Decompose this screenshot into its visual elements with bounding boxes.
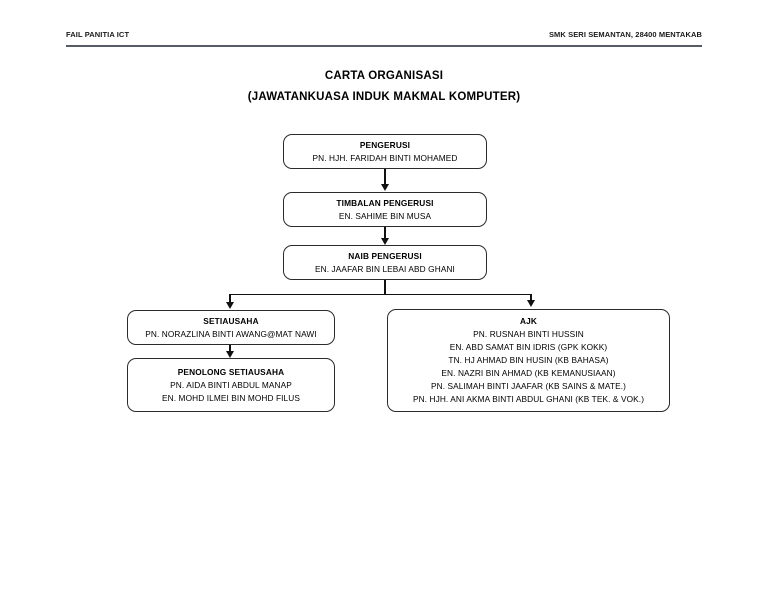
arrow-naib-to-ajk <box>526 300 535 307</box>
node-penolong-setiausaha: PENOLONG SETIAUSAHA PN. AIDA BINTI ABDUL… <box>127 358 335 412</box>
connector-naib-to-ajk <box>530 294 532 300</box>
node-timbalan-pengerusi-title: TIMBALAN PENGERUSI <box>336 197 434 208</box>
connector-split-bar <box>230 293 531 296</box>
node-setiausaha-member-1: PN. NORAZLINA BINTI AWANG@MAT NAWI <box>145 328 317 339</box>
title-line-2: (JAWATANKUASA INDUK MAKMAL KOMPUTER) <box>247 91 521 103</box>
node-ajk-title: AJK <box>519 316 538 326</box>
connector-naib-stem <box>384 280 386 294</box>
connector-naib-to-setiausaha <box>229 294 231 302</box>
arrow-timbalan-to-naib <box>380 238 389 245</box>
arrow-pengerusi-to-timbalan <box>380 184 389 191</box>
node-penolong-setiausaha-title: PENOLONG SETIAUSAHA <box>177 366 285 377</box>
header-right-text: SMK SERI SEMANTAN, 28400 MENTAKAB <box>548 30 702 39</box>
connector-timbalan-to-naib <box>384 227 386 238</box>
node-timbalan-pengerusi: TIMBALAN PENGERUSI EN. SAHIME BIN MUSA <box>283 192 487 227</box>
connector-pengerusi-to-timbalan <box>384 169 386 184</box>
arrow-naib-to-setiausaha <box>225 302 234 309</box>
node-pengerusi-title: PENGERUSI <box>359 139 411 150</box>
node-ajk-member-1: PN. RUSNAH BINTI HUSSIN <box>473 329 584 339</box>
node-setiausaha: SETIAUSAHA PN. NORAZLINA BINTI AWANG@MAT… <box>127 310 335 345</box>
node-setiausaha-title: SETIAUSAHA <box>203 315 259 326</box>
title-line-1: CARTA ORGANISASI <box>324 70 444 82</box>
header-left-text: FAIL PANITIA ICT <box>66 30 130 39</box>
arrow-setiausaha-to-penolong <box>225 351 234 358</box>
connector-setiausaha-to-penolong <box>229 345 231 351</box>
node-ajk-member-6: PN. HJH. ANI AKMA BINTI ABDUL GHANI (KB … <box>412 394 645 404</box>
page-header: FAIL PANITIA ICT SMK SERI SEMANTAN, 2840… <box>66 30 702 48</box>
node-timbalan-pengerusi-member-1: EN. SAHIME BIN MUSA <box>338 210 432 221</box>
node-naib-pengerusi-member-1: EN. JAAFAR BIN LEBAI ABD GHANI <box>315 263 455 274</box>
node-ajk-member-3: TN. HJ AHMAD BIN HUSIN (KB BAHASA) <box>448 355 609 365</box>
node-naib-pengerusi-title: NAIB PENGERUSI <box>348 250 422 261</box>
node-penolong-setiausaha-member-1: PN. AIDA BINTI ABDUL MANAP <box>170 379 292 390</box>
node-naib-pengerusi: NAIB PENGERUSI EN. JAAFAR BIN LEBAI ABD … <box>283 245 487 280</box>
node-ajk-member-4: EN. NAZRI BIN AHMAD (KB KEMANUSIAAN) <box>441 368 616 378</box>
header-divider-rule <box>66 45 702 47</box>
page-title: CARTA ORGANISASI (JAWATANKUASA INDUK MAK… <box>0 66 768 108</box>
node-ajk-member-5: PN. SALIMAH BINTI JAAFAR (KB SAINS & MAT… <box>430 381 626 391</box>
node-pengerusi-member-1: PN. HJH. FARIDAH BINTI MOHAMED <box>312 152 458 163</box>
node-ajk: AJK PN. RUSNAH BINTI HUSSIN EN. ABD SAMA… <box>387 309 670 412</box>
node-pengerusi: PENGERUSI PN. HJH. FARIDAH BINTI MOHAMED <box>283 134 487 169</box>
node-penolong-setiausaha-member-2: EN. MOHD ILMEI BIN MOHD FILUS <box>162 392 300 403</box>
node-ajk-member-2: EN. ABD SAMAT BIN IDRIS (GPK KOKK) <box>449 342 608 352</box>
